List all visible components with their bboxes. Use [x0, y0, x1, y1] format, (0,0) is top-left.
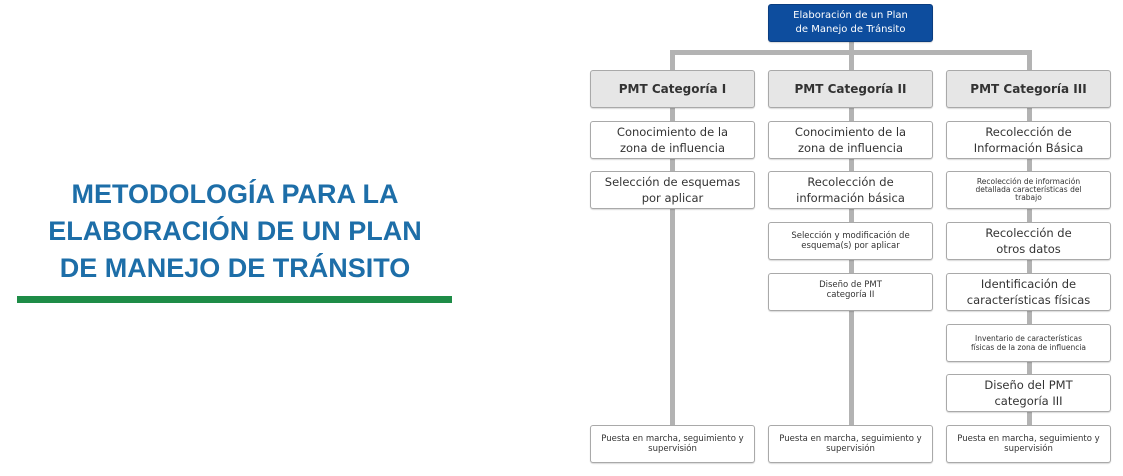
step-label: Puesta en marcha, seguimiento y supervis… [601, 434, 744, 454]
step-node: Recolección de información detallada car… [946, 171, 1111, 209]
column-header: PMT Categoría II [768, 70, 933, 108]
step-label: Diseño del PMT categoría III [984, 378, 1073, 408]
step-label: Conocimiento de la zona de influencia [616, 125, 729, 155]
title-line: METODOLOGÍA PARA LA [71, 179, 399, 209]
step-label: Diseño de PMT categoría II [819, 280, 882, 300]
root-label: Elaboración de un Plan de Manejo de Trán… [793, 10, 908, 35]
step-node: Recolección de información básica [768, 171, 933, 209]
step-label: Conocimiento de la zona de influencia [794, 125, 907, 155]
final-node: Puesta en marcha, seguimiento y supervis… [946, 425, 1111, 463]
step-node: Conocimiento de la zona de influencia [590, 121, 755, 159]
connector [670, 50, 675, 425]
column-header: PMT Categoría I [590, 70, 755, 108]
title-line: DE MANEJO DE TRÁNSITO [59, 253, 411, 283]
step-node: Selección de esquemas por aplicar [590, 171, 755, 209]
step-node: Identificación de características física… [946, 273, 1111, 311]
step-label: Recolección de otros datos [985, 226, 1072, 256]
step-label: Identificación de características física… [966, 277, 1091, 307]
header-label: PMT Categoría I [618, 82, 727, 96]
step-node: Diseño de PMT categoría II [768, 273, 933, 311]
step-node: Selección y modificación de esquema(s) p… [768, 222, 933, 260]
step-node: Conocimiento de la zona de influencia [768, 121, 933, 159]
step-label: Recolección de Información Básica [973, 125, 1084, 155]
header-label: PMT Categoría III [970, 82, 1087, 96]
step-node: Recolección de Información Básica [946, 121, 1111, 159]
accent-bar [17, 296, 452, 303]
step-label: Inventario de características físicas de… [970, 334, 1087, 352]
step-label: Puesta en marcha, seguimiento y supervis… [779, 434, 922, 454]
step-node: Inventario de características físicas de… [946, 324, 1111, 362]
header-label: PMT Categoría II [794, 82, 907, 96]
page-title: METODOLOGÍA PARA LA ELABORACIÓN DE UN PL… [10, 176, 460, 287]
column-header: PMT Categoría III [946, 70, 1111, 108]
final-node: Puesta en marcha, seguimiento y supervis… [768, 425, 933, 463]
final-node: Puesta en marcha, seguimiento y supervis… [590, 425, 755, 463]
step-label: Recolección de información básica [796, 175, 905, 205]
step-node: Diseño del PMT categoría III [946, 374, 1111, 412]
step-label: Selección y modificación de esquema(s) p… [791, 231, 910, 251]
step-label: Selección de esquemas por aplicar [604, 175, 741, 205]
title-line: ELABORACIÓN DE UN PLAN [48, 216, 422, 246]
step-node: Recolección de otros datos [946, 222, 1111, 260]
root-node: Elaboración de un Plan de Manejo de Trán… [768, 4, 933, 42]
step-label: Recolección de información detallada car… [975, 177, 1082, 202]
step-label: Puesta en marcha, seguimiento y supervis… [957, 434, 1100, 454]
